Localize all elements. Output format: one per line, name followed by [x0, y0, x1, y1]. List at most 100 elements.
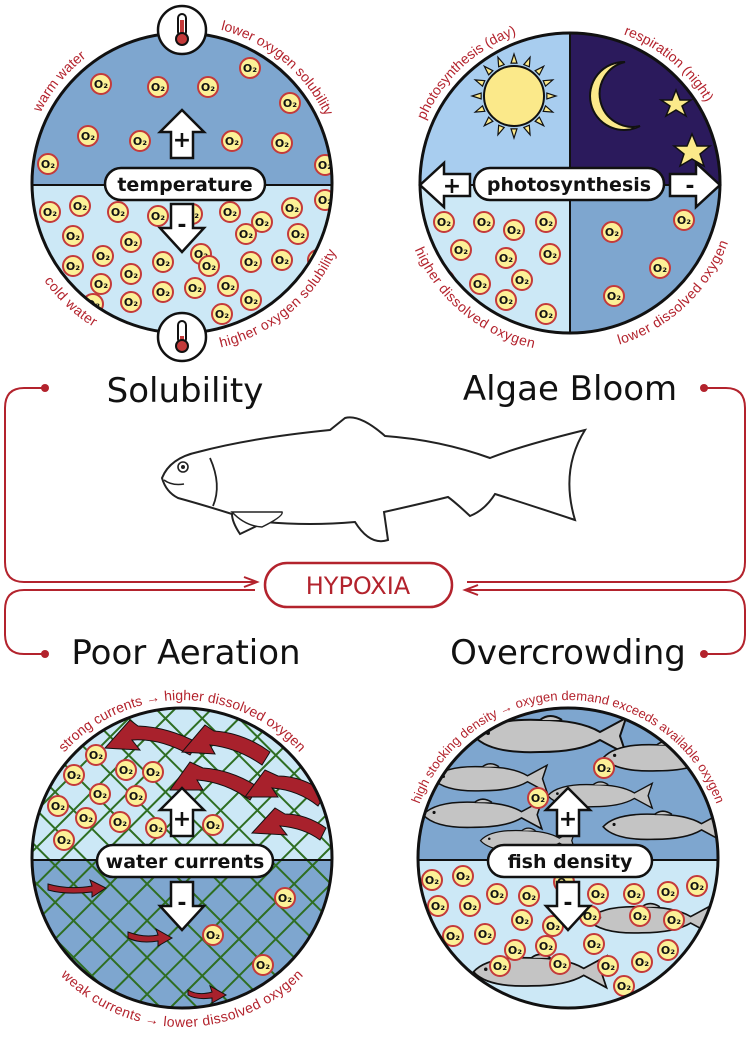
o2-molecule-label: O₂	[151, 81, 165, 94]
o2-molecule-label: O₂	[73, 200, 87, 213]
o2-molecule-icon	[152, 251, 174, 273]
o2-molecule-label: O₂	[124, 236, 138, 249]
o2-molecule-icon	[474, 923, 496, 945]
o2-molecule-label: O₂	[96, 250, 110, 263]
o2-molecule-icon	[503, 219, 525, 241]
o2-molecule-icon	[217, 275, 239, 297]
o2-molecule-label: O₂	[546, 920, 560, 933]
temperature-pill-label: temperature	[117, 174, 252, 196]
o2-molecule-label: O₂	[156, 286, 170, 299]
o2-molecule-icon	[673, 209, 695, 231]
o2-molecule-label: O₂	[239, 228, 253, 241]
o2-molecule-label: O₂	[124, 268, 138, 281]
o2-molecule-icon	[271, 132, 293, 154]
o2-molecule-icon	[597, 955, 619, 977]
o2-molecule-icon	[120, 263, 142, 285]
svg-text:+: +	[559, 807, 577, 832]
sun-ray	[497, 55, 506, 68]
sun-ray	[522, 55, 531, 68]
decrease-arrow: -	[157, 880, 207, 932]
o2-molecule-label: O₂	[133, 135, 147, 148]
o2-molecule-label: O₂	[661, 886, 675, 899]
o2-molecule-label: O₂	[627, 888, 641, 901]
o2-molecule-icon	[221, 130, 243, 152]
o2-molecule-icon	[495, 289, 517, 311]
o2-molecule-label: O₂	[478, 928, 492, 941]
svg-text:-: -	[563, 891, 572, 916]
current-arrow-icon	[47, 719, 327, 1004]
o2-molecule-label: O₂	[156, 256, 170, 269]
svg-text:-: -	[177, 891, 186, 916]
o2-molecule-icon	[240, 251, 262, 273]
moon-icon	[589, 60, 641, 131]
o2-molecule-icon	[511, 269, 533, 291]
thermometer-icon	[156, 311, 208, 363]
svg-text:-: -	[685, 174, 694, 199]
connector-dot	[700, 384, 708, 392]
decrease-arrow: -	[543, 880, 593, 932]
o2-molecule-icon	[90, 273, 112, 295]
salmon-outline-icon	[160, 416, 588, 543]
o2-molecule-label: O₂	[81, 130, 95, 143]
o2-molecule-label: O₂	[151, 210, 165, 223]
o2-molecule-icon	[450, 239, 472, 261]
o2-molecule-icon	[657, 939, 679, 961]
o2-molecule-icon	[62, 255, 84, 277]
o2-molecule-label: O₂	[275, 137, 289, 150]
fish-density-pill-label: fish density	[508, 851, 633, 873]
o2-molecule-label: O₂	[89, 749, 103, 762]
sun-ray	[534, 64, 546, 76]
algae-bloom-title: Algae Bloom	[463, 369, 677, 409]
o2-molecule-icon	[504, 939, 526, 961]
o2-molecule-label: O₂	[605, 226, 619, 239]
o2-molecule-label: O₂	[318, 194, 332, 207]
sun-ray	[546, 92, 558, 100]
overcrowding-circle	[416, 706, 720, 1010]
o2-molecule-label: O₂	[456, 870, 470, 883]
o2-molecule-icon	[518, 885, 540, 907]
o2-molecule-label: O₂	[278, 892, 292, 905]
o2-molecule-label: O₂	[587, 938, 601, 951]
sun-ray	[542, 79, 555, 88]
algae-circle	[418, 31, 722, 335]
o2-molecule-icon	[433, 211, 455, 233]
increase-arrow: +	[542, 786, 594, 838]
o2-molecule-label: O₂	[583, 910, 597, 923]
o2-molecule-icon	[63, 764, 85, 786]
sun-ray	[534, 116, 546, 128]
o2-molecule-icon	[587, 883, 609, 905]
o2-molecule-label: O₂	[188, 282, 202, 295]
o2-molecule-label: O₂	[244, 294, 258, 307]
o2-molecule-icon	[125, 785, 147, 807]
o2-molecule-label: O₂	[597, 762, 611, 775]
o2-molecule-icon	[197, 76, 219, 98]
o2-molecule-icon	[120, 291, 142, 313]
temperature-pill	[103, 166, 267, 202]
o2-molecule-label: O₂	[119, 764, 133, 777]
hypoxia-label: HYPOXIA	[306, 572, 411, 600]
o2-molecule-label: O₂	[473, 278, 487, 291]
o2-molecule-label: O₂	[515, 914, 529, 927]
o2-molecule-icon	[142, 761, 164, 783]
star-icon	[671, 132, 713, 168]
o2-molecule-icon	[202, 814, 224, 836]
o2-molecule-icon	[115, 759, 137, 781]
o2-molecule-label: O₂	[113, 816, 127, 829]
o2-molecule-label: O₂	[275, 254, 289, 267]
o2-molecule-icon	[184, 277, 206, 299]
o2-molecule-icon	[109, 811, 131, 833]
o2-molecule-icon	[486, 883, 508, 905]
connector-dot	[41, 650, 49, 658]
o2-molecule-label: O₂	[94, 78, 108, 91]
o2-molecule-label: O₂	[206, 929, 220, 942]
o2-molecule-icon	[631, 951, 653, 973]
o2-molecule-icon	[535, 211, 557, 233]
o2-molecule-label: O₂	[243, 62, 257, 75]
o2-molecule-label: O₂	[206, 819, 220, 832]
sun-ray	[510, 52, 518, 64]
o2-molecule-label: O₂	[507, 224, 521, 237]
sun-ray	[470, 92, 482, 100]
